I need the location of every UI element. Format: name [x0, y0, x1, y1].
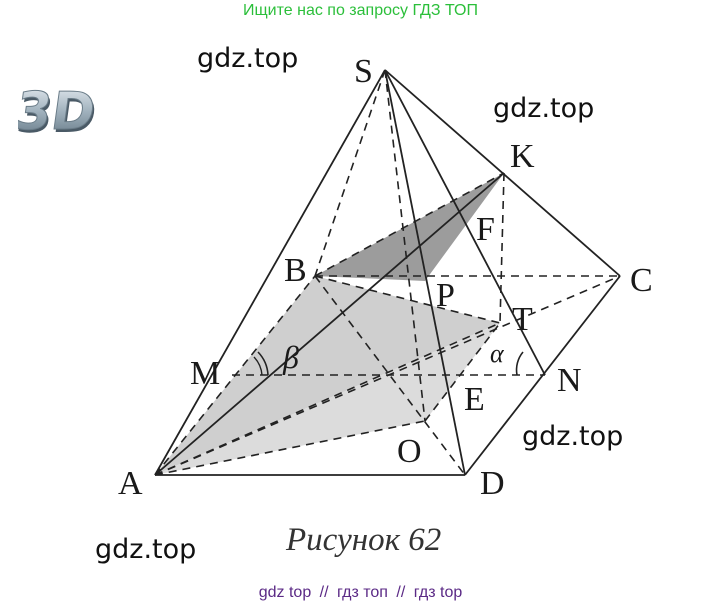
footer-separator: //: [319, 584, 329, 601]
edge-SA: [154, 69, 386, 476]
line-BK: [314, 172, 505, 277]
label-C: C: [630, 262, 653, 299]
label-M: M: [190, 355, 220, 392]
line-KT: [499, 172, 505, 324]
label-E: E: [464, 381, 485, 418]
label-beta: β: [282, 339, 299, 375]
edge-SD: [384, 69, 466, 476]
label-A: A: [118, 465, 143, 502]
label-F: F: [476, 211, 495, 248]
footer-link-gdz-top-mixed[interactable]: гдз top: [413, 584, 463, 601]
label-N: N: [557, 362, 582, 399]
edge-AK: [154, 172, 505, 476]
angle-beta-arc: [257, 351, 269, 376]
watermark: gdz.top: [95, 534, 197, 565]
watermark: gdz.top: [522, 421, 624, 452]
watermark: gdz.top: [197, 43, 299, 74]
figure-caption: Рисунок 62: [286, 522, 442, 558]
label-T: T: [512, 301, 533, 338]
line-OT: [424, 322, 501, 422]
label-D: D: [480, 465, 505, 502]
label-alpha: α: [490, 339, 505, 368]
label-O: O: [397, 433, 422, 470]
footer-link-gdz-top-ru[interactable]: гдз топ: [337, 584, 388, 601]
top-banner[interactable]: Ищите нас по запросу ГДЗ ТОП: [243, 2, 478, 19]
label-K: K: [510, 138, 535, 175]
shaded-section-dark: [315, 173, 504, 281]
line-AC: [154, 275, 621, 476]
edge-SN: [384, 69, 546, 376]
line-BT: [314, 275, 501, 324]
angle-beta-arc-inner: [253, 356, 263, 376]
footer-separator: //: [396, 584, 406, 601]
svg-text:3D: 3D: [18, 82, 99, 142]
label-P: P: [436, 277, 455, 314]
angle-alpha-arc: [515, 351, 524, 376]
svg-text:3D: 3D: [18, 85, 101, 145]
label-B: B: [284, 252, 307, 289]
label-S: S: [354, 53, 373, 90]
watermark: gdz.top: [493, 93, 595, 124]
footer-links: gdz top // гдз топ // гдз top: [0, 584, 721, 602]
line-AT: [154, 322, 501, 476]
footer-link-gdz-top[interactable]: gdz top: [258, 584, 312, 601]
3d-logo-icon: 3D 3D: [11, 80, 104, 146]
line-AO: [154, 420, 426, 476]
